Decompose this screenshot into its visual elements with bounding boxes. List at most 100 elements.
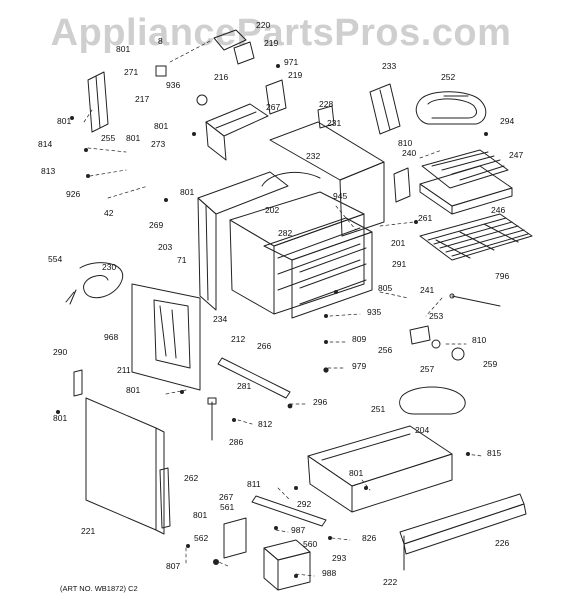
part-233-bracket [369, 83, 401, 135]
part-label-226: 226 [495, 538, 509, 548]
part-262-strip [159, 467, 171, 529]
part-label-926: 926 [66, 189, 80, 199]
part-label-203: 203 [158, 242, 172, 252]
part-label-987: 987 [291, 525, 305, 535]
part-label-273: 273 [151, 139, 165, 149]
part-label-826: 826 [362, 533, 376, 543]
part-203-frame [197, 171, 289, 311]
part-228-plate [317, 105, 335, 129]
part-label-201: 201 [391, 238, 405, 248]
part-label-286: 286 [229, 437, 243, 447]
part-label-211: 211 [117, 365, 131, 375]
part-219-cover [265, 79, 287, 115]
part-216-top-panel [205, 103, 269, 161]
part-label-219: 219 [288, 70, 302, 80]
fasteners [56, 64, 488, 578]
part-label-267: 267 [219, 492, 233, 502]
part-label-267: 267 [266, 102, 280, 112]
part-label-807: 807 [166, 561, 180, 571]
part-label-560: 560 [303, 539, 317, 549]
part-label-228: 228 [319, 99, 333, 109]
part-label-801: 801 [116, 44, 130, 54]
part-label-231: 231 [327, 118, 341, 128]
part-label-801: 801 [349, 468, 363, 478]
part-label-246: 246 [491, 205, 505, 215]
part-label-266: 266 [257, 341, 271, 351]
part-label-291: 291 [392, 259, 406, 269]
part-936-knob [196, 94, 208, 106]
part-241-oven-rack [419, 213, 533, 261]
part-561-cover [223, 517, 247, 559]
part-label-257: 257 [420, 364, 434, 374]
part-202-oven-cavity [229, 191, 365, 315]
part-label-935: 935 [367, 307, 381, 317]
part-231-cabinet [261, 121, 385, 237]
part-label-936: 936 [166, 80, 180, 90]
part-label-252: 252 [441, 72, 455, 82]
part-label-240: 240 [402, 148, 416, 158]
part-251-element [399, 386, 466, 415]
part-label-979: 979 [352, 361, 366, 371]
part-label-216: 216 [214, 72, 228, 82]
part-label-810: 810 [472, 335, 486, 345]
part-247-broiler-rack [421, 149, 509, 189]
part-label-809: 809 [352, 334, 366, 344]
part-554-power-cord [65, 262, 124, 305]
part-204-drawer [307, 425, 453, 513]
part-252-bake-element [415, 91, 487, 125]
part-220-bracket [213, 29, 255, 65]
part-560-box [263, 539, 311, 591]
part-label-805: 805 [378, 283, 392, 293]
part-label-230: 230 [102, 262, 116, 272]
part-label-241: 241 [420, 285, 434, 295]
part-label-220: 220 [256, 20, 270, 30]
part-label-247: 247 [509, 150, 523, 160]
part-label-801: 801 [57, 116, 71, 126]
part-label-810: 810 [398, 138, 412, 148]
part-label-262: 262 [184, 473, 198, 483]
part-290-bracket [73, 369, 83, 397]
part-label-815: 815 [487, 448, 501, 458]
part-label-233: 233 [382, 61, 396, 71]
part-label-282: 282 [278, 228, 292, 238]
part-label-253: 253 [429, 311, 443, 321]
part-label-71: 71 [177, 255, 187, 265]
part-label-812: 812 [258, 419, 272, 429]
part-label-292: 292 [297, 499, 311, 509]
part-label-8: 8 [158, 36, 163, 46]
part-label-968: 968 [104, 332, 118, 342]
part-253-sensor [449, 293, 501, 307]
part-266-strip [217, 357, 291, 399]
part-label-562: 562 [194, 533, 208, 543]
part-label-801: 801 [154, 121, 168, 131]
part-label-801: 801 [53, 413, 67, 423]
part-label-293: 293 [332, 553, 346, 563]
part-217-side-trim [87, 71, 109, 133]
part-label-204: 204 [415, 425, 429, 435]
part-label-813: 813 [41, 166, 55, 176]
part-label-202: 202 [265, 205, 279, 215]
part-label-251: 251 [371, 404, 385, 414]
part-label-219: 219 [264, 38, 278, 48]
part-label-255: 255 [101, 133, 115, 143]
part-label-801: 801 [180, 187, 194, 197]
part-label-811: 811 [247, 479, 261, 489]
part-221-side-panel [85, 397, 165, 535]
part-label-42: 42 [104, 208, 114, 218]
part-label-256: 256 [378, 345, 392, 355]
part-222-drawer-front [399, 493, 527, 571]
part-label-988: 988 [322, 568, 336, 578]
part-label-232: 232 [306, 151, 320, 161]
part-230-side-panel [131, 283, 201, 391]
part-label-801: 801 [126, 385, 140, 395]
part-label-217: 217 [135, 94, 149, 104]
part-label-296: 296 [313, 397, 327, 407]
part-286-sensor [207, 397, 217, 441]
part-label-294: 294 [500, 116, 514, 126]
part-271-clip [155, 65, 167, 77]
part-label-796: 796 [495, 271, 509, 281]
part-label-290: 290 [53, 347, 67, 357]
part-label-561: 561 [220, 502, 234, 512]
